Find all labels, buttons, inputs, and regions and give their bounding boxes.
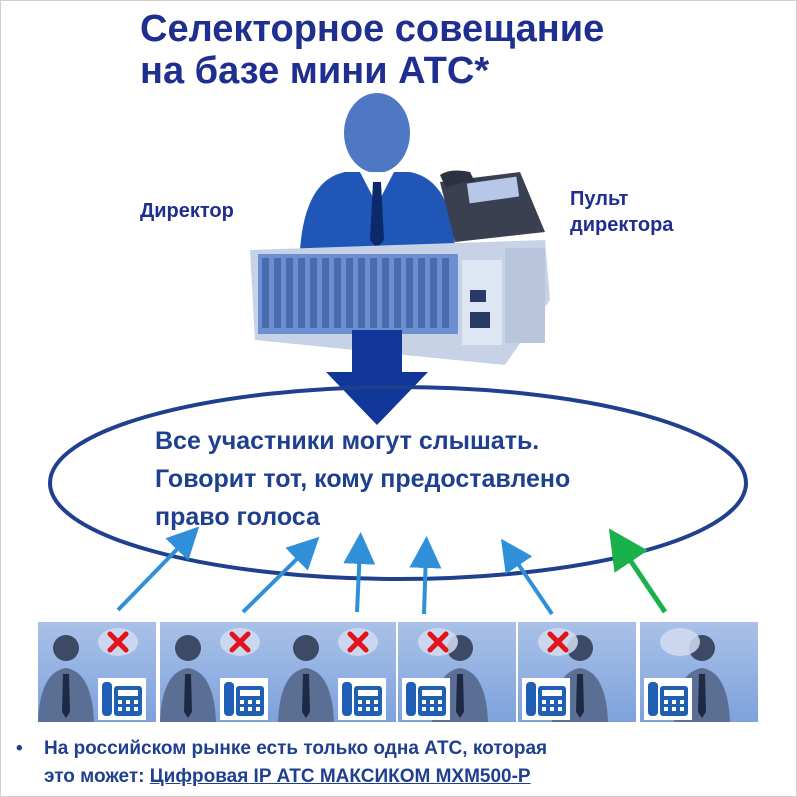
participant-illustration bbox=[278, 628, 386, 722]
desk-phone-icon bbox=[98, 678, 146, 720]
desk-phone-icon bbox=[220, 678, 268, 720]
director-figure bbox=[300, 93, 455, 250]
footnote-line-1: На российском рынке есть только одна АТС… bbox=[44, 738, 548, 759]
footnote-line-2-text: это может: bbox=[44, 766, 150, 787]
person-icon bbox=[160, 635, 216, 722]
mute-cross-icon bbox=[107, 631, 129, 653]
console-label: Пульт директора bbox=[570, 186, 673, 238]
person-icon bbox=[278, 635, 334, 722]
desk-phone-icon bbox=[522, 678, 570, 720]
participant-illustration bbox=[402, 628, 488, 722]
director-console-phone bbox=[440, 170, 545, 242]
title-line-1: Селекторное совещание bbox=[140, 8, 605, 50]
console-label-line-2: директора bbox=[570, 214, 674, 236]
conference-ellipse bbox=[48, 385, 748, 581]
title-line-2: на базе мини АТС* bbox=[140, 50, 490, 92]
arrow-participant-3 bbox=[343, 532, 376, 613]
desk-phone-icon bbox=[338, 678, 386, 720]
participant-card bbox=[278, 622, 396, 722]
arrow-participant-2 bbox=[241, 536, 320, 614]
participant-card bbox=[160, 622, 278, 722]
participant-illustration bbox=[160, 628, 268, 722]
big-down-arrow bbox=[326, 330, 428, 425]
participant-card bbox=[398, 622, 516, 722]
ellipse-text-line-3: право голоса bbox=[155, 503, 320, 531]
participant-card bbox=[518, 622, 636, 722]
person-icon bbox=[38, 635, 94, 722]
desk-phone-icon bbox=[402, 678, 450, 720]
console-label-line-1: Пульт bbox=[570, 188, 629, 210]
slide-title: Селекторное совещание на базе мини АТС* bbox=[140, 8, 604, 92]
participant-illustration bbox=[522, 628, 608, 722]
ellipse-text-line-1: Все участники могут слышать. bbox=[155, 427, 540, 455]
desk-phone-icon bbox=[644, 678, 692, 720]
arrow-participant-1 bbox=[116, 526, 200, 612]
ellipse-text-line-2: Говорит тот, кому предоставлено bbox=[155, 465, 571, 493]
pbx-rack bbox=[250, 240, 550, 365]
ellipse-text: Все участники могут слышать. Говорит тот… bbox=[155, 422, 715, 536]
director-label: Директор bbox=[140, 200, 234, 222]
footnote-line-2: это может: Цифровая IP АТС МАКСИКОМ MXM5… bbox=[44, 763, 547, 791]
participant-card bbox=[38, 622, 156, 722]
footnote-bullet: • bbox=[16, 738, 23, 759]
mute-cross-icon bbox=[427, 631, 449, 653]
arrow-participant-4 bbox=[409, 536, 442, 615]
arrow-participant-6-speaking bbox=[608, 528, 668, 614]
arrow-participant-5 bbox=[501, 538, 554, 616]
mute-cross-icon bbox=[547, 631, 569, 653]
footnote: • На российском рынке есть только одна А… bbox=[16, 735, 548, 791]
participant-illustration bbox=[38, 628, 146, 722]
speech-bubble-icon bbox=[660, 628, 700, 656]
participant-illustration bbox=[644, 628, 730, 722]
mute-cross-icon bbox=[347, 631, 369, 653]
product-link[interactable]: Цифровая IP АТС МАКСИКОМ MXM500-P bbox=[149, 766, 531, 787]
participant-card bbox=[640, 622, 758, 722]
mute-cross-icon bbox=[229, 631, 251, 653]
